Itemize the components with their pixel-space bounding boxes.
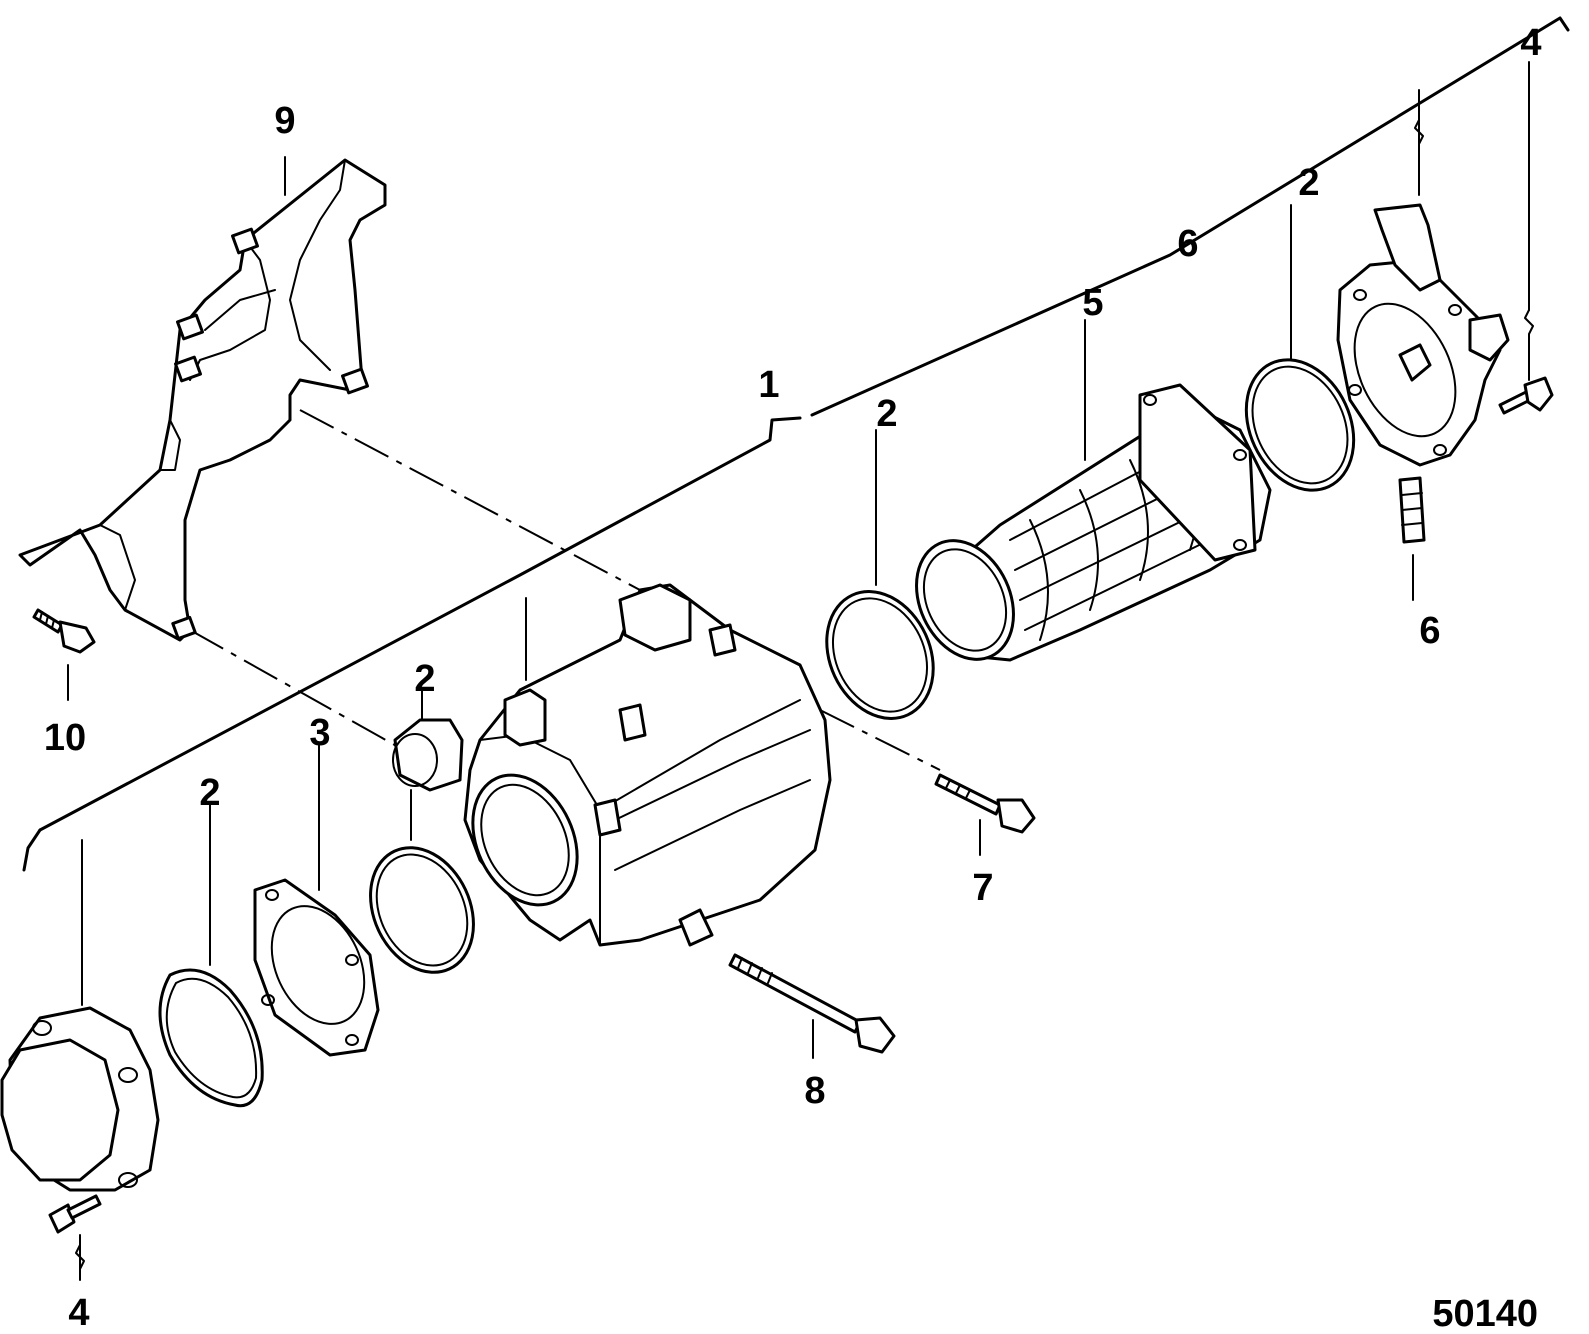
tube-core-item-5	[915, 383, 1272, 662]
gasket-item-3	[253, 878, 380, 1057]
callout-8: 8	[804, 1070, 825, 1112]
callout-4-lower: 4	[68, 1292, 89, 1334]
assembly-bracket-lines	[22, 16, 1570, 872]
bolt-item-10	[32, 608, 96, 654]
assembly-centerline	[189, 409, 941, 771]
callout-3: 3	[309, 712, 330, 754]
callout-2-upper: 2	[1298, 162, 1319, 204]
bracket-upper	[810, 16, 1570, 417]
callout-2-lower: 2	[199, 772, 220, 814]
callout-5: 5	[1082, 282, 1103, 324]
centerline-bolt7	[819, 709, 941, 771]
mounting-bracket-part	[18, 158, 387, 642]
o-ring-item-2-lower	[158, 968, 264, 1108]
bracket-middle-tail	[22, 828, 42, 872]
bolt-item-8	[728, 953, 896, 1054]
o-ring-item-2-lower-middle	[369, 846, 475, 974]
callout-leader-lines	[67, 61, 1534, 1281]
end-cover-upper-part	[1336, 203, 1510, 467]
callout-10: 10	[44, 717, 86, 759]
callout-9: 9	[274, 100, 295, 142]
callout-1: 1	[758, 364, 779, 406]
centerline-lower	[189, 629, 401, 749]
callout-6-upper: 6	[1177, 223, 1198, 265]
callout-6-lower: 6	[1419, 610, 1440, 652]
bolt-item-4-upper	[1498, 376, 1554, 415]
centerline-upper	[299, 409, 641, 591]
bolt-item-4-lower	[48, 1194, 102, 1234]
callout-2-housing: 2	[414, 658, 435, 700]
bolt-item-7	[934, 773, 1036, 834]
o-ring-item-2-middle	[825, 590, 935, 720]
o-ring-item-2-upper	[1244, 358, 1356, 492]
callout-labels: 9 4 2 6 5 1 2 6 2 10 3 2 7 8 4	[44, 22, 1542, 1334]
bracket-middle	[38, 416, 802, 832]
figure-id: 50140	[1432, 1293, 1538, 1334]
anode-item-6	[1398, 476, 1426, 544]
main-housing-part	[392, 583, 832, 947]
callout-4-upper: 4	[1520, 22, 1541, 64]
callout-2-middle: 2	[876, 393, 897, 435]
callout-7: 7	[972, 867, 993, 909]
end-cover-part	[0, 1006, 160, 1192]
